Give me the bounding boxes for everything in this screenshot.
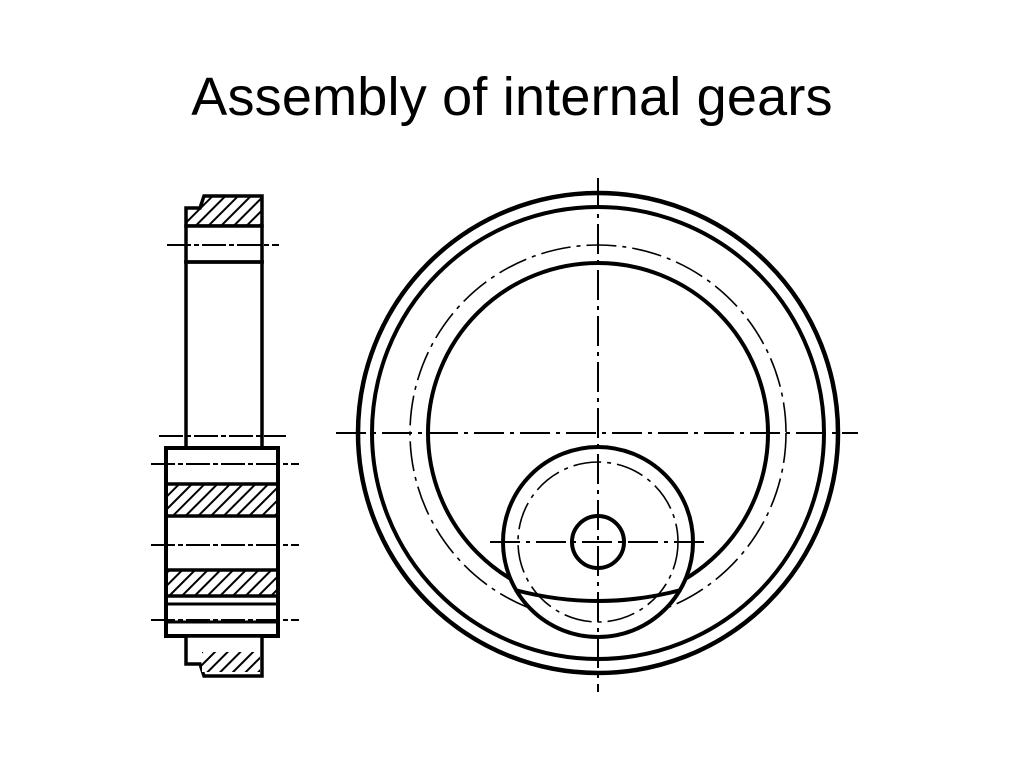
side-centerlines: [151, 244, 299, 621]
upper-rim-section: [184, 194, 264, 264]
slide-title: Assembly of internal gears: [191, 67, 833, 127]
gear-web: [184, 260, 264, 450]
front-view: [336, 178, 858, 692]
lower-rim-section: [184, 634, 264, 678]
hub-section: [164, 446, 280, 638]
side-section-view: [151, 194, 299, 678]
front-centerlines: [336, 178, 858, 692]
